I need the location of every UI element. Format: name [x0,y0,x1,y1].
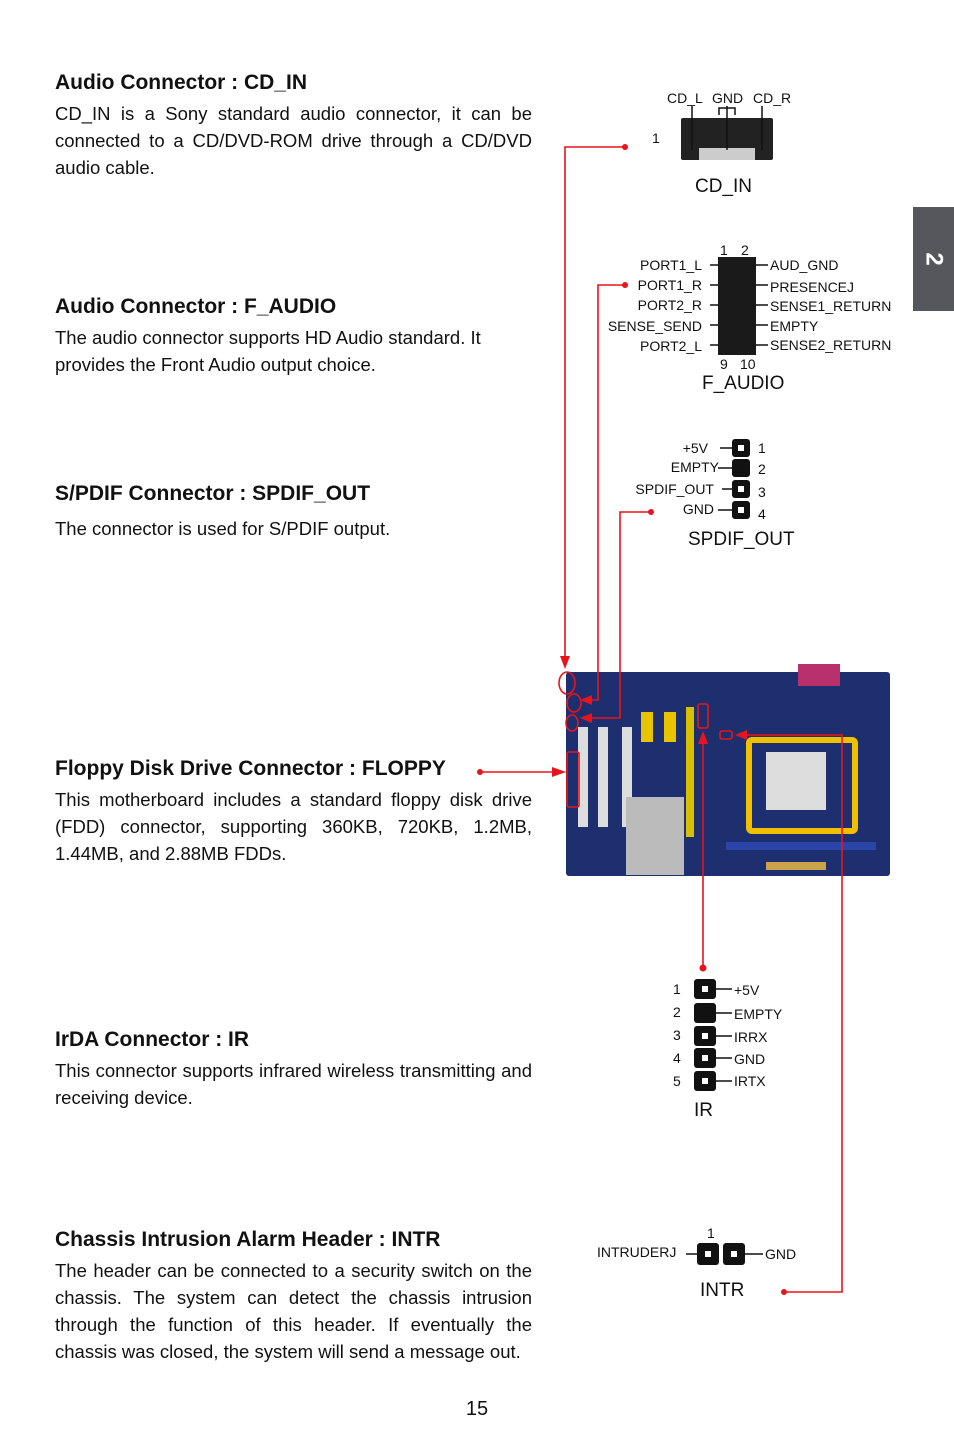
ir-pin-label: EMPTY [734,1006,783,1022]
pin-number: 10 [740,356,756,372]
intr-pin [723,1243,745,1265]
intr-pin-label: GND [765,1246,797,1262]
cd-pin1-label: 1 [652,130,660,146]
section-body: The header can be connected to a securit… [55,1260,532,1362]
pin-number: 3 [673,1027,681,1043]
section-cd-in: Audio Connector : CD_IN CD_IN is a Sony s… [55,70,532,181]
spdif-pin [732,501,750,519]
f-audio-pin-label: SENSE_SEND [607,318,702,334]
ir-pin-label: +5V [734,982,760,998]
pin-number: 2 [741,242,749,258]
section-title: Audio Connector : F_AUDIO [55,295,337,318]
ir-pin [694,979,716,999]
f-audio-pin-label: AUD_GND [770,257,839,273]
f-audio-pin-label: PORT1_L [640,257,702,273]
f-audio-pin-label: PORT2_R [637,297,702,313]
ir-pin [694,1003,716,1023]
spdif-pin-label: EMPTY [670,459,719,475]
pin-number: 9 [720,356,728,372]
cd-pin-label: CD_L [667,90,703,106]
pin-number: 1 [758,440,766,456]
section-intr: Chassis Intrusion Alarm Header : INTR The… [55,1227,532,1365]
ir-pin [694,1026,716,1046]
f-audio-pin-label: SENSE2_RETURN [770,337,892,353]
section-floppy: Floppy Disk Drive Connector : FLOPPY This… [55,756,532,867]
spdif-pin-label: SPDIF_OUT [635,481,714,497]
ir-pin [694,1048,716,1068]
f-audio-pin-label: EMPTY [770,318,819,334]
ir-pin-label: IRRX [734,1029,768,1045]
section-title: Floppy Disk Drive Connector : FLOPPY [55,757,446,780]
spdif-pin-label: GND [682,501,714,517]
f-audio-pin-label: PORT2_L [640,338,702,354]
intr-name: INTR [700,1280,745,1301]
cd-pin-label: GND [712,90,744,106]
section-title: Chassis Intrusion Alarm Header : INTR [55,1228,441,1251]
pin-number: 1 [707,1225,715,1241]
section-body: CD_IN is a Sony standard audio connector… [55,103,532,178]
pin-number: 1 [673,981,681,997]
section-body: This connector supports infrared wireles… [55,1060,532,1108]
chapter-tab: 2 [913,207,954,311]
spdif-name: SPDIF_OUT [688,529,795,550]
section-body: This motherboard includes a standard flo… [55,789,532,864]
cd-in-name: CD_IN [695,176,753,197]
spdif-pin-label: +5V [682,440,708,456]
section-body: The audio connector supports HD Audio st… [55,327,481,375]
spdif-pin [732,480,750,498]
section-spdif: S/PDIF Connector : SPDIF_OUT The connecto… [55,481,532,542]
pin-number: 4 [758,506,766,522]
ir-pin [694,1071,716,1091]
section-f-audio: Audio Connector : F_AUDIO The audio conne… [55,294,532,378]
section-body: The connector is used for S/PDIF output. [55,518,391,539]
ir-pin-label: GND [734,1051,766,1067]
pin-number: 2 [673,1004,681,1020]
section-title: Audio Connector : CD_IN [55,71,307,94]
f-audio-pin-label: PRESENCEJ [770,279,855,295]
pin-number: 4 [673,1050,681,1066]
pin-number: 5 [673,1073,681,1089]
f-audio-pin-label: SENSE1_RETURN [770,298,892,314]
section-title: IrDA Connector : IR [55,1028,250,1051]
spdif-pin [732,459,750,477]
section-title: S/PDIF Connector : SPDIF_OUT [55,482,371,505]
f-audio-pin-label: PORT1_R [637,277,702,293]
pin-number: 3 [758,484,766,500]
ir-name: IR [694,1100,713,1121]
pin-number: 2 [758,461,766,477]
intr-pin [697,1243,719,1265]
pin-number: 1 [720,242,728,258]
f-audio-header [718,257,756,355]
section-ir: IrDA Connector : IR This connector suppor… [55,1027,532,1111]
spdif-pin [732,439,750,457]
cd-pin-label: CD_R [753,90,792,106]
f-audio-name: F_AUDIO [702,373,785,394]
intr-pin-label: INTRUDERJ [597,1244,677,1260]
page-number: 15 [465,1398,489,1420]
ir-pin-label: IRTX [734,1073,766,1089]
